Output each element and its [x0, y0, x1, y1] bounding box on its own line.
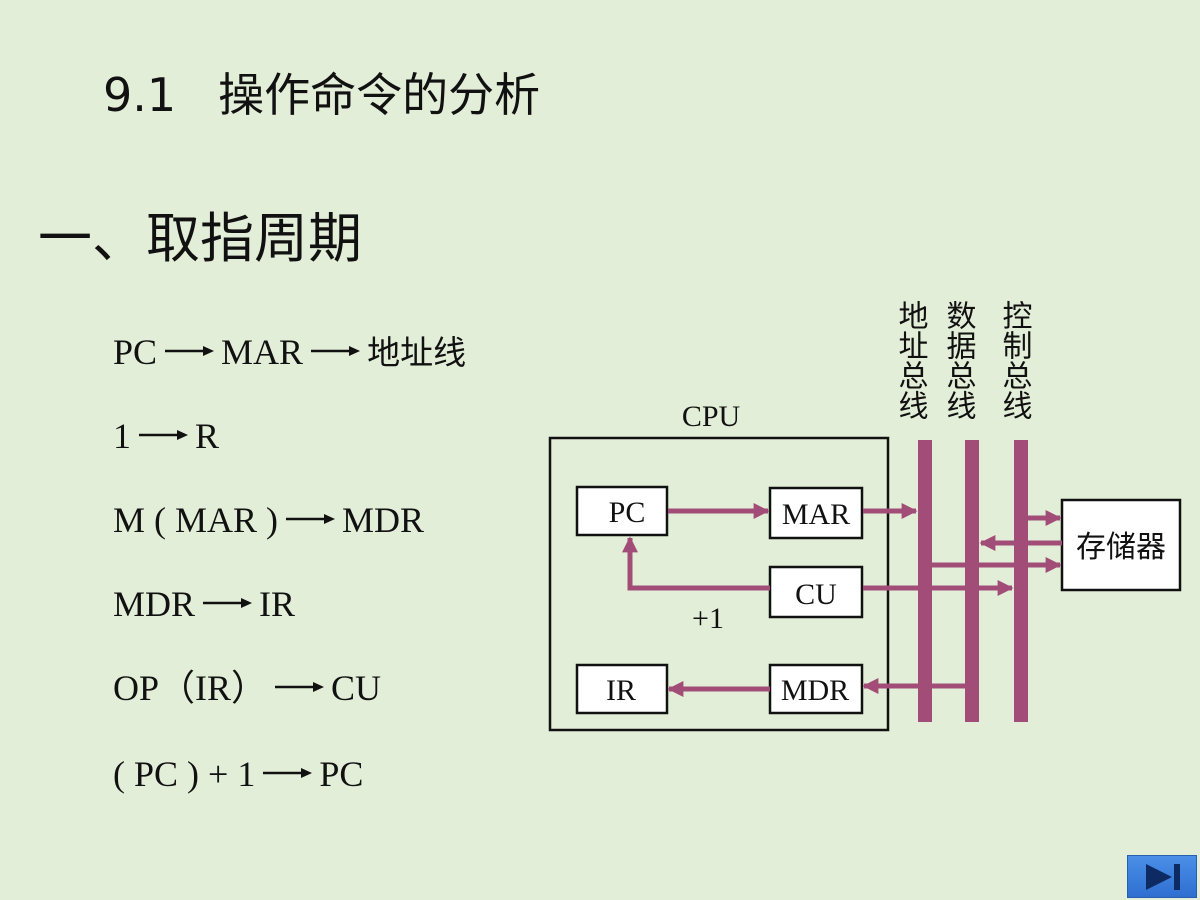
control-bus-label: 控制总线: [997, 300, 1033, 420]
mdr-register-label: MDR: [781, 674, 849, 707]
right-arrow-icon: [203, 598, 253, 608]
ir-register-label: IR: [606, 674, 636, 707]
step-token: 地址线: [367, 333, 467, 372]
right-arrow-icon: [139, 430, 188, 440]
cpu-label: CPU: [682, 400, 741, 433]
step-token: CU: [331, 668, 382, 708]
arrow-cu-to-pc: [621, 536, 770, 591]
cpu-box: [548, 436, 890, 732]
data-bus: [965, 440, 979, 722]
step-memory-to-mdr: M ( MAR ) MDR: [113, 502, 424, 538]
control-bus: [1014, 440, 1028, 722]
step-token: MAR: [221, 332, 304, 372]
right-arrow-icon: [311, 346, 361, 356]
step-mdr-to-ir: MDR IR: [113, 586, 295, 622]
memory-label: 存储器: [1076, 530, 1166, 565]
right-arrow-icon: [275, 682, 325, 692]
step-op-to-cu: OP（IR） CU: [113, 670, 381, 706]
step-token: IR: [259, 584, 296, 624]
step-pc-to-mar: PC MAR 地址线: [113, 334, 466, 370]
play-next-icon: [1146, 864, 1172, 890]
right-arrow-icon: [263, 768, 313, 778]
step-token: OP（IR）: [113, 668, 268, 708]
address-bus: [918, 440, 932, 722]
subheading: 一、取指周期: [38, 207, 362, 270]
step-pc-increment: ( PC ) + 1 PC: [113, 756, 363, 792]
next-slide-button[interactable]: [1127, 855, 1197, 898]
play-next-icon-bar: [1174, 864, 1180, 890]
cu-label: CU: [795, 578, 837, 611]
step-token: ( PC ) + 1: [113, 754, 256, 794]
step-token: PC: [113, 332, 158, 372]
step-token: MDR: [342, 500, 425, 540]
right-arrow-icon: [286, 514, 336, 524]
mar-register-box: [768, 486, 864, 540]
step-token: PC: [319, 754, 364, 794]
cu-box: [768, 565, 864, 619]
memory-box: [1060, 498, 1182, 592]
step-token: M ( MAR ): [113, 500, 279, 540]
section-number: 9.1: [103, 68, 177, 122]
step-token: R: [195, 416, 220, 456]
step-token: MDR: [113, 584, 196, 624]
pc-register-box: [575, 485, 669, 537]
ir-register-box: [575, 663, 669, 715]
right-arrow-icon: [165, 346, 215, 356]
increment-label: +1: [692, 602, 724, 635]
step-token: 1: [113, 416, 131, 456]
pc-register-label: PC: [609, 496, 646, 529]
mar-register-label: MAR: [782, 498, 850, 531]
data-bus-label: 数据总线: [941, 300, 977, 420]
mdr-register-box: [768, 663, 864, 715]
section-title: 操作命令的分析: [218, 68, 541, 122]
address-bus-label: 地址总线: [893, 300, 929, 420]
